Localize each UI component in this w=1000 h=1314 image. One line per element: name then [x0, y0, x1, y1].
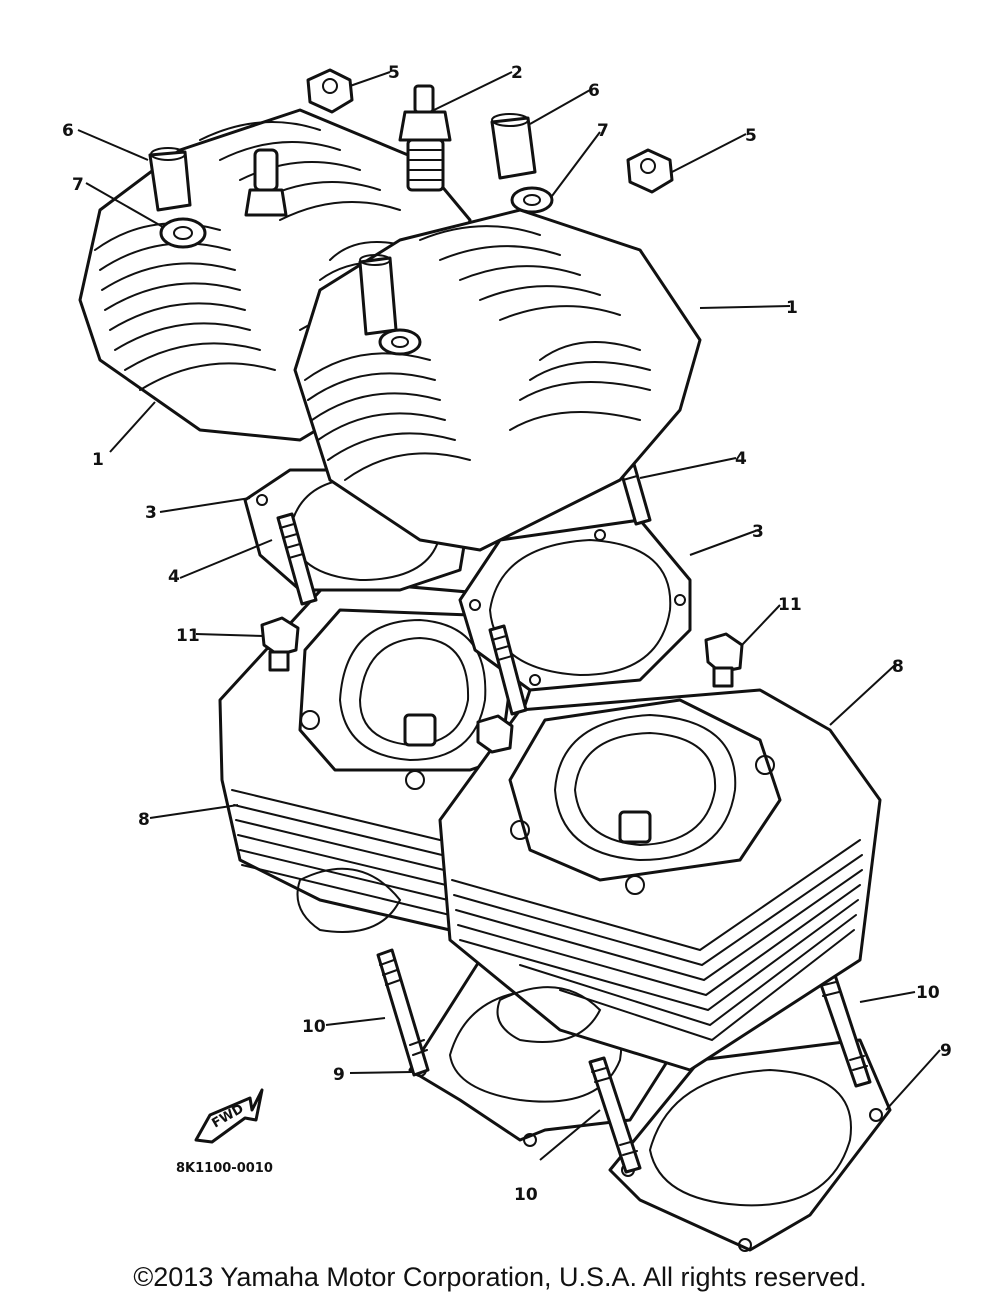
- callout-2: 2: [511, 63, 523, 83]
- callout-8-a: 8: [138, 810, 150, 830]
- callout-9-a: 9: [333, 1065, 345, 1085]
- stud-bolt-10-a: [376, 948, 430, 1077]
- callout-5-b: 5: [745, 126, 757, 146]
- callout-11-a: 11: [176, 626, 200, 646]
- callout-6-b: 6: [588, 81, 600, 101]
- stud-bolt-10-b: [588, 1056, 642, 1174]
- washer-7-c: [378, 328, 422, 356]
- head-stud-4-a: [276, 512, 318, 606]
- cap-nut-5-a: [306, 68, 354, 114]
- callout-11-b: 11: [778, 595, 802, 615]
- callout-labels: 1 1 2 3 3 4 4 5 5 6 6 7 7 8 8 9 9 10 10 …: [62, 63, 952, 1205]
- spark-plug-2-b: [244, 148, 288, 217]
- bolt-11-b: [704, 632, 744, 688]
- callout-7-b: 7: [597, 121, 609, 141]
- collar-6-b: [490, 113, 537, 180]
- collar-6-c: [358, 254, 398, 336]
- leader-lines: [77, 71, 941, 1161]
- callout-10-c: 10: [514, 1185, 538, 1205]
- cylinder-left: [218, 578, 562, 933]
- forward-arrow-icon: FWD: [194, 1088, 264, 1144]
- washer-7-a: [159, 217, 207, 249]
- callout-1-b: 1: [786, 298, 798, 318]
- spark-plug-2-a: [398, 84, 452, 192]
- washer-7-b: [510, 186, 554, 214]
- callout-1-a: 1: [92, 450, 104, 470]
- head-stud-4-c: [488, 624, 528, 716]
- copyright-notice: ©2013 Yamaha Motor Corporation, U.S.A. A…: [133, 1262, 867, 1292]
- base-gasket-right: [608, 1038, 892, 1252]
- bolt-11-c: [476, 714, 514, 754]
- callout-3-a: 3: [145, 503, 157, 523]
- head-gasket-right: [458, 518, 692, 692]
- collar-6-a: [148, 147, 192, 212]
- callout-7-a: 7: [72, 175, 84, 195]
- cap-nut-5-b: [626, 148, 674, 194]
- callout-10-b: 10: [916, 983, 940, 1003]
- callout-4-a: 4: [168, 567, 180, 587]
- callout-8-b: 8: [892, 657, 904, 677]
- callout-3-b: 3: [752, 522, 764, 542]
- callout-4-b: 4: [735, 449, 747, 469]
- callout-10-a: 10: [302, 1017, 326, 1037]
- callout-6-a: 6: [62, 121, 74, 141]
- reference-code: 8K1100-0010: [176, 1161, 273, 1176]
- callout-9-b: 9: [940, 1041, 952, 1061]
- callout-5-a: 5: [388, 63, 400, 83]
- cylinder-head-right: [293, 208, 702, 552]
- bolt-11-a: [260, 616, 300, 672]
- cylinder-right: [438, 688, 882, 1072]
